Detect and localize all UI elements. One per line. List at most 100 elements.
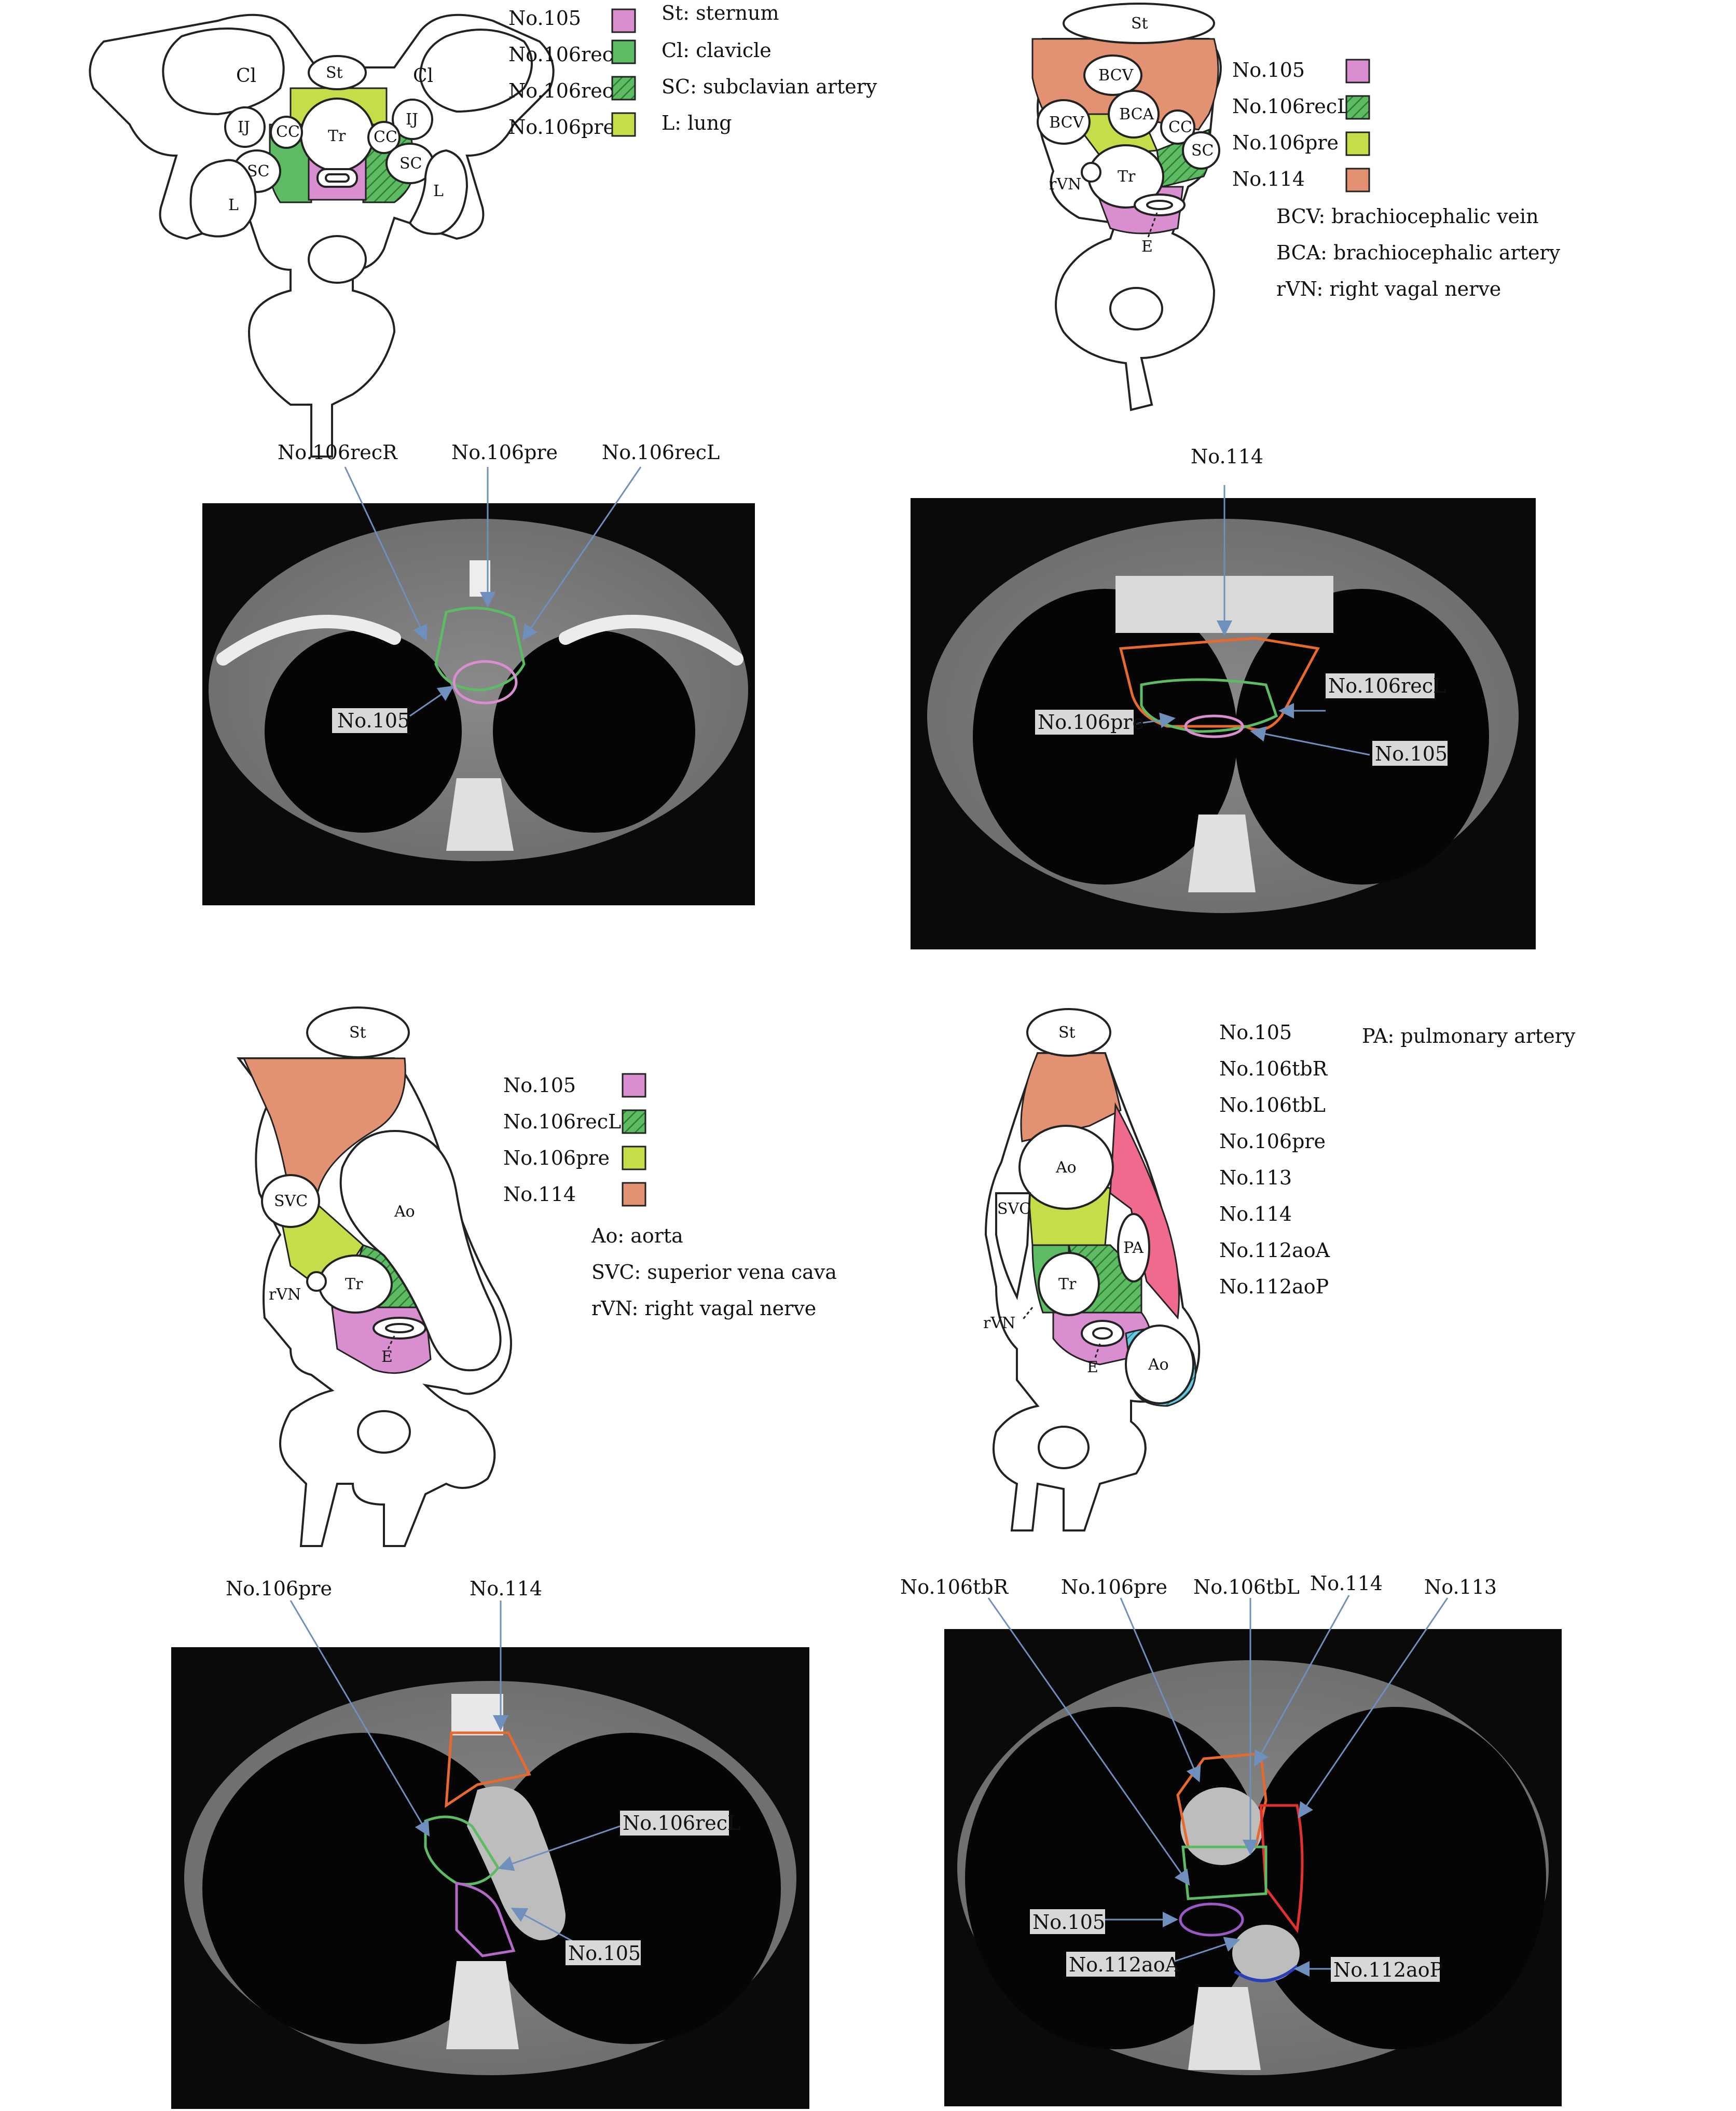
ct4-label-114: No.114: [1310, 1572, 1383, 1595]
legend-abbrev: Cl: clavicle: [662, 39, 771, 62]
clavicle-right: [419, 29, 533, 113]
legend-station: No.112aoP: [1219, 1275, 1329, 1298]
label-st: St: [1058, 1024, 1076, 1042]
legend-panel-3: No.105 No.106recL No.106pre No.114 Ao: a…: [503, 1073, 837, 1320]
ct1-label-pre: No.106pre: [451, 441, 558, 464]
ct3-outline-no114: [445, 1731, 531, 1808]
sternum: [306, 1006, 410, 1058]
bcv-left: [1037, 99, 1091, 145]
pulmonary-artery: [1117, 1213, 1150, 1282]
vertebra: [1038, 1426, 1090, 1469]
label-cc-right: CC: [374, 128, 397, 146]
sternum: [1063, 3, 1215, 44]
label-tr: Tr: [1058, 1275, 1077, 1293]
cc-right: [367, 121, 401, 154]
label-cl-left: Cl: [236, 65, 256, 87]
clavicle-left: [162, 27, 285, 116]
rvn: [1081, 162, 1101, 183]
ct4-outline-no105: [1179, 1902, 1244, 1937]
bcv-top: [1083, 54, 1142, 96]
label-ij-left: IJ: [238, 118, 250, 136]
legend-abbrev: St: sternum: [662, 2, 779, 24]
ct-panel-3: No.106pre No.114 No.106recL No.105: [171, 1577, 809, 2109]
legend-abbrev: rVN: right vagal nerve: [591, 1297, 816, 1320]
legend-station: No.105: [503, 1074, 576, 1097]
legend-station: No.105: [1219, 1021, 1292, 1044]
label-tr: Tr: [328, 127, 346, 145]
label-st: St: [349, 1024, 366, 1042]
ct3-aorta: [467, 1786, 566, 1940]
aorta-ascending: [1018, 1125, 1114, 1210]
label-ao: Ao: [394, 1203, 415, 1221]
diagram-panel-3: St SVC Ao Tr rVN E No.105 No.106recL No.…: [237, 1006, 837, 1547]
label-rvn: rVN: [269, 1286, 301, 1304]
legend-abbrev: SC: subclavian artery: [662, 75, 877, 98]
label-cc: CC: [1168, 118, 1192, 136]
ij-left: [224, 106, 266, 148]
rvn: [306, 1271, 327, 1292]
ct4-outline-no112aoP: [1234, 1965, 1298, 1982]
label-svc: SVC: [997, 1200, 1031, 1218]
ct3-label-recL: No.106recL: [623, 1812, 740, 1834]
ct2-label-105: No.105: [1375, 742, 1448, 765]
bca: [1108, 90, 1160, 139]
label-sc: SC: [1191, 142, 1214, 160]
svc: [261, 1174, 320, 1228]
diagram-panel-1: Cl Cl St IJ IJ CC CC Tr SC SC L L No.105…: [89, 2, 877, 458]
ct1-outline-no106: [434, 606, 526, 692]
ct1-outline-no105: [452, 660, 518, 705]
ct4-label-tbR: No.106tbR: [900, 1576, 1009, 1598]
label-tr: Tr: [1118, 168, 1136, 186]
ct4-label-113: No.113: [1424, 1576, 1497, 1598]
legend-station: No.106recL: [508, 79, 626, 102]
ct2-label-114: No.114: [1191, 445, 1263, 468]
ct3-label-pre: No.106pre: [226, 1577, 332, 1600]
ct4-label-tbL: No.106tbL: [1193, 1576, 1300, 1598]
legend-abbrev: Ao: aorta: [591, 1224, 683, 1247]
label-ao-bottom: Ao: [1148, 1356, 1169, 1374]
diagram-panel-4: St Ao SVC PA Tr rVN E Ao No.105 No.106tb…: [983, 1008, 1576, 1531]
aorta: [339, 1129, 502, 1372]
cc: [1160, 109, 1195, 145]
region-no113: [1109, 1102, 1180, 1320]
legend-abbrev: L: lung: [662, 112, 732, 134]
label-pa: PA: [1123, 1239, 1143, 1257]
ct3-outline-no105: [455, 1882, 516, 1957]
ct3-outline-no106: [424, 1815, 500, 1886]
ij-right: [392, 99, 433, 140]
label-svc: SVC: [274, 1192, 308, 1210]
legend-abbrev: BCV: brachiocephalic vein: [1276, 205, 1539, 228]
legend-station: No.114: [1232, 168, 1305, 190]
legend-station: No.114: [1219, 1203, 1292, 1225]
label-st: St: [1131, 15, 1148, 33]
label-e: E: [381, 1348, 393, 1366]
sternum: [1026, 1008, 1111, 1057]
legend-station: No.106pre: [1232, 131, 1339, 154]
label-bcv-top: BCV: [1098, 66, 1134, 85]
legend-station: No.106recL: [1232, 95, 1350, 118]
label-cl-right: Cl: [413, 65, 433, 87]
legend-panel-4: No.105 No.106tbR No.106tbL No.106pre No.…: [1219, 1021, 1576, 1298]
ct1-label-recL: No.106recL: [602, 441, 720, 464]
ct-panel-1: No.106recR No.106pre No.106recL No.105: [202, 441, 755, 905]
cc-left: [270, 116, 303, 149]
legend-station: No.113: [1219, 1166, 1292, 1189]
legend-station: No.106tbR: [1219, 1057, 1328, 1080]
label-l-right: L: [433, 182, 444, 200]
legend-station: No.105: [508, 7, 581, 30]
ct-panel-2: No.114 No.106recL No.106pre No.105: [911, 445, 1536, 949]
label-tr: Tr: [345, 1275, 363, 1293]
svc: [995, 1192, 1031, 1301]
diagram-panel-2: St BCV BCA BCV CC SC Tr rVN E No.105 No.…: [1031, 3, 1561, 411]
ct4-label-pre: No.106pre: [1061, 1576, 1167, 1598]
ct2-label-recL: No.106recL: [1328, 674, 1446, 697]
vertebra: [1109, 287, 1163, 330]
ct4-aorta-desc: [1232, 1925, 1300, 1982]
label-st: St: [326, 64, 343, 82]
sternum: [308, 55, 367, 90]
legend-abbrev: PA: pulmonary artery: [1362, 1025, 1576, 1047]
label-cc-left: CC: [276, 123, 300, 141]
ct1-label-recR: No.106recR: [278, 441, 398, 464]
ct4-label-aoA: No.112aoA: [1069, 1953, 1180, 1976]
